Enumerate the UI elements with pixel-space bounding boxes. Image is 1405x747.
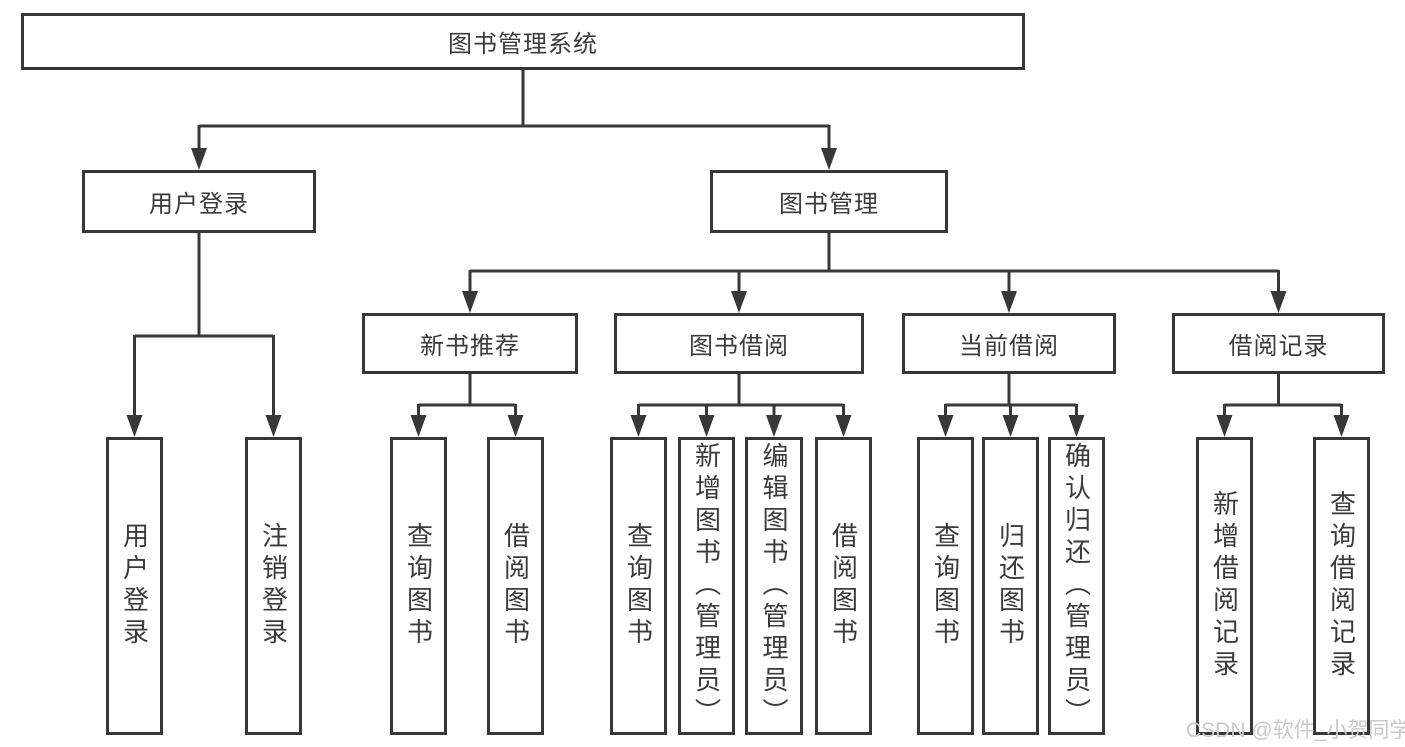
leaf-edit-book-admin: 编辑图书（管理员） (745, 437, 803, 735)
leaf-add-book-admin: 新增图书（管理员） (678, 437, 735, 735)
node-new-book-recommendation: 新书推荐 (362, 313, 578, 374)
leaf-add-borrow-record: 新增借阅记录 (1196, 437, 1253, 735)
node-current-borrowing: 当前借阅 (902, 313, 1116, 374)
leaf-borrow-books: 借阅图书 (815, 437, 872, 735)
arrowheads (126, 148, 1350, 437)
csdn-watermark: CSDN @软件_小贺同学 (1186, 719, 1405, 742)
node-library-management-system: 图书管理系统 (21, 13, 1025, 70)
node-user-login: 用户登录 (82, 170, 316, 233)
node-borrow-records: 借阅记录 (1172, 313, 1385, 374)
leaf-label: 新增借阅记录 (1209, 490, 1240, 682)
leaf-label: 确认归还（管理员） (1061, 442, 1092, 730)
leaf-return-book: 归还图书 (982, 437, 1039, 735)
leaf-borrow-books-recommend: 借阅图书 (487, 437, 544, 735)
leaf-label: 借阅图书 (828, 522, 859, 650)
leaf-label: 查询图书 (403, 522, 434, 650)
leaf-query-books-borrowing: 查询图书 (610, 437, 667, 735)
leaf-confirm-return-admin: 确认归还（管理员） (1048, 437, 1105, 735)
node-book-borrowing: 图书借阅 (614, 313, 864, 374)
leaf-query-books-current: 查询图书 (917, 437, 974, 735)
leaf-query-borrow-record: 查询借阅记录 (1313, 437, 1370, 735)
leaf-label: 查询借阅记录 (1326, 490, 1357, 682)
leaf-label: 编辑图书（管理员） (759, 442, 789, 730)
node-book-management: 图书管理 (710, 170, 948, 233)
leaf-query-books-recommend: 查询图书 (390, 437, 447, 735)
leaf-label: 借阅图书 (500, 522, 531, 650)
leaf-label: 新增图书（管理员） (691, 442, 722, 730)
leaf-logout-login: 注销登录 (245, 437, 302, 735)
leaf-label: 注销登录 (258, 522, 289, 650)
leaf-label: 查询图书 (623, 522, 654, 650)
leaf-label: 查询图书 (930, 522, 961, 650)
leaf-user-login: 用户登录 (106, 437, 163, 735)
leaf-label: 归还图书 (995, 522, 1026, 650)
leaf-label: 用户登录 (119, 522, 150, 650)
